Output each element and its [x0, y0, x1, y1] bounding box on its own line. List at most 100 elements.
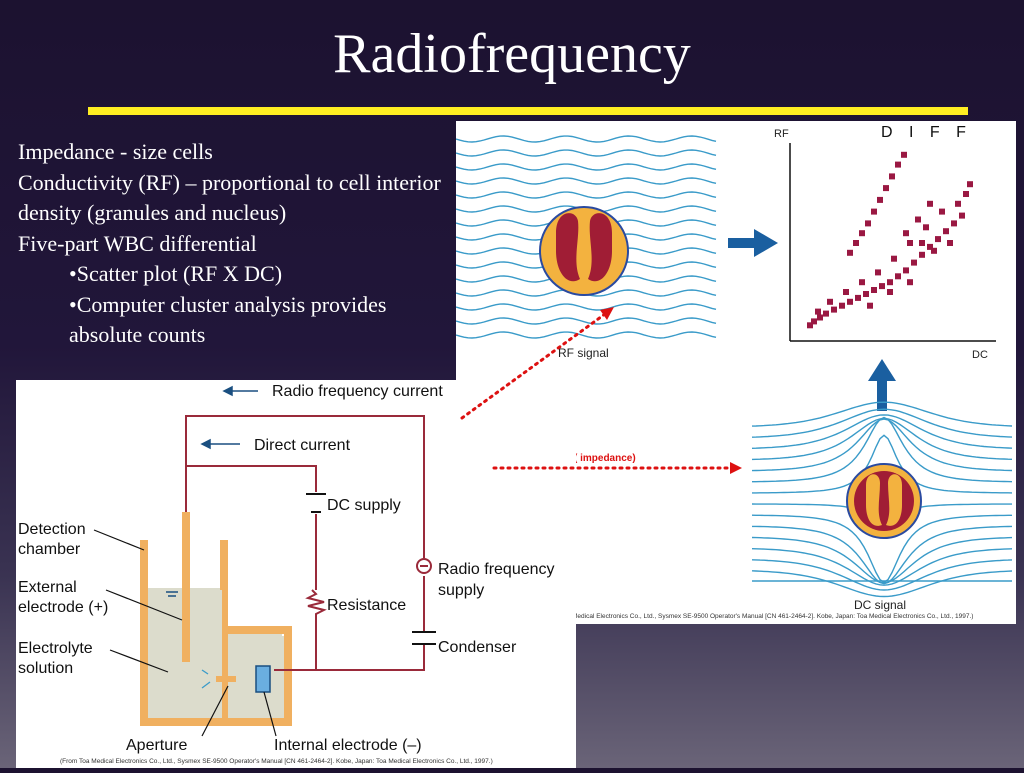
label-detection-line1: Detection: [18, 521, 86, 538]
scatter-point: [935, 236, 941, 243]
scatter-point: [927, 200, 933, 207]
scatter-point: [883, 185, 889, 192]
scatter-point: [951, 220, 957, 227]
rf-dc-diagram: RF signal RF DC D I F F DC: [455, 124, 1013, 612]
rf-wave-line: [455, 317, 717, 325]
scatter-point: [807, 322, 813, 329]
scatter-point: [895, 273, 901, 280]
rf-cell: [539, 206, 629, 296]
scatter-point: [907, 279, 913, 286]
scatter-point: [877, 196, 883, 203]
scatter-point: [891, 255, 897, 262]
scatter-point: [827, 298, 833, 305]
scatter-point: [887, 279, 893, 286]
label-external-line2: electrode (+): [18, 599, 109, 616]
scatter-point: [831, 306, 837, 313]
label-resistance: Resistance: [327, 597, 407, 614]
scatter-point: [919, 251, 925, 258]
rf-credit: Medical Electronics Co., Ltd., Sysmex SE…: [572, 613, 974, 620]
scatter-point: [931, 247, 937, 254]
bullet-list: Impedance - size cells Conductivity (RF)…: [18, 137, 458, 351]
circuit-credit: (From Toa Medical Electronics Co., Ltd.,…: [60, 758, 493, 765]
dc-flow-line: [751, 401, 1013, 427]
scatter-point: [907, 240, 913, 246]
scatter-point: [963, 191, 969, 197]
scatter-point: [915, 216, 921, 223]
dc-flow-line: [751, 548, 1013, 586]
label-rf-supply-line2: supply: [438, 582, 485, 599]
detection-chamber: [140, 512, 292, 726]
scatter-point: [863, 291, 869, 297]
dc-flow-line: [752, 416, 1013, 483]
rf-wave-line: [455, 177, 717, 185]
label-internal-electrode: Internal electrode (–): [274, 737, 422, 754]
rf-wave-line: [455, 331, 717, 339]
label-dc-supply: DC supply: [327, 497, 401, 514]
scatter-point: [911, 259, 917, 266]
scatter-point: [871, 287, 877, 293]
scatter-point: [923, 224, 929, 231]
slide-title: Radiofrequency: [333, 23, 691, 85]
scatter-point: [939, 208, 945, 215]
scatter-point: [919, 240, 925, 246]
scatter-point: [811, 318, 817, 325]
dc-flow-line: [752, 434, 1013, 494]
circuit-diagram: [93, 385, 436, 737]
dc-cell: [846, 463, 922, 539]
direct-current-arrow: [200, 438, 240, 450]
label-rf-supply-line1: Radio frequency: [438, 561, 555, 578]
label-aperture: Aperture: [126, 737, 188, 754]
sub-bullet-cluster: •Computer cluster analysis provides abso…: [69, 291, 387, 348]
bullet-conductivity: Conductivity (RF) – proportional to cell…: [18, 169, 441, 226]
scatter-xlabel: DC: [972, 349, 988, 361]
rf-wave-line: [455, 191, 717, 199]
label-external-line1: External: [18, 579, 77, 596]
red-arrow-to-rf-head: [600, 307, 614, 320]
rf-wave-line: [455, 163, 717, 171]
scatter-points: [807, 151, 973, 329]
dc-flow-line: [751, 559, 1013, 591]
scatter-point: [855, 294, 861, 301]
title-underline: [88, 107, 968, 115]
rf-wave-line: [455, 149, 717, 157]
rf-current-arrow: [222, 385, 258, 397]
label-electrolyte-line1: Electrolyte: [18, 640, 93, 657]
dc-flow-line: [751, 418, 1013, 472]
dc-flow-line: [751, 414, 1013, 449]
scatter-point: [887, 289, 893, 295]
arrow-up-to-scatter: [868, 359, 896, 411]
scatter-point: [901, 151, 907, 158]
rf-signal-label: RF signal: [558, 346, 609, 360]
rf-wave-line: [455, 135, 717, 143]
scatter-point: [967, 181, 973, 188]
scatter-ylabel: RF: [774, 128, 789, 140]
rf-wave-line: [455, 303, 717, 311]
dc-signal-label: DC signal: [854, 598, 906, 612]
scatter-point: [847, 298, 853, 305]
dc-supply-symbol: [306, 493, 326, 513]
label-electrolyte-line2: solution: [18, 660, 74, 677]
scatter-point: [843, 289, 849, 295]
sub-bullet-scatter: •Scatter plot (RF X DC): [69, 261, 283, 286]
scatter-plot: RF DC D I F F: [774, 124, 996, 361]
scatter-point: [847, 249, 853, 256]
scatter-point: [871, 208, 877, 215]
bullet-five-part: Five-part WBC differential: [18, 230, 257, 256]
circuit-diagram-panel: Radio frequency current Direct current D…: [16, 380, 576, 768]
scatter-point: [955, 200, 961, 207]
dc-flow-line: [751, 536, 1013, 584]
scatter-point: [895, 161, 901, 168]
scatter-point: [927, 243, 933, 250]
scatter-point: [903, 267, 909, 274]
scatter-point: [879, 283, 885, 290]
scatter-point: [889, 173, 895, 180]
label-detection-line2: chamber: [18, 541, 81, 558]
scatter-point: [947, 240, 953, 246]
scatter-point: [865, 220, 871, 227]
scatter-point: [839, 302, 845, 309]
scatter-point: [859, 230, 865, 237]
scatter-point: [867, 302, 873, 309]
scatter-point: [817, 314, 823, 321]
scatter-point: [853, 240, 859, 246]
